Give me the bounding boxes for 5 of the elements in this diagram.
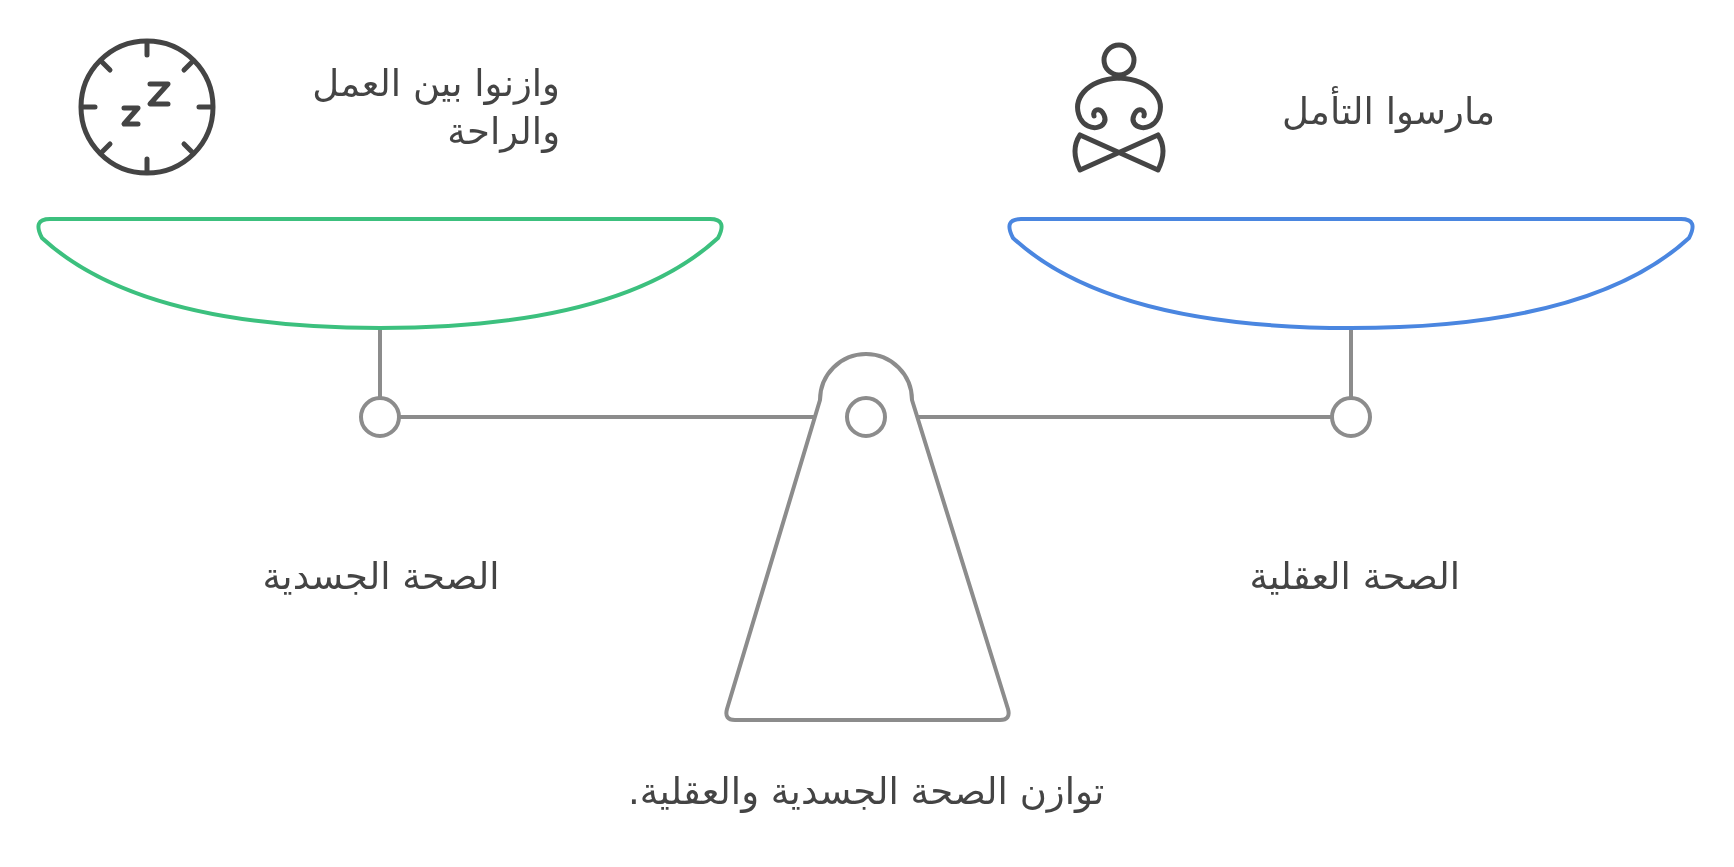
tip-text: مارسوا التأمل (1282, 88, 1495, 136)
category-label: الصحة العقلية (1249, 554, 1460, 600)
caption: توازن الصحة الجسدية والعقلية. (628, 769, 1105, 815)
category-label: الصحة الجسدية (262, 554, 500, 600)
tip-text: وازنوا بين العمل والراحة (311, 61, 560, 155)
